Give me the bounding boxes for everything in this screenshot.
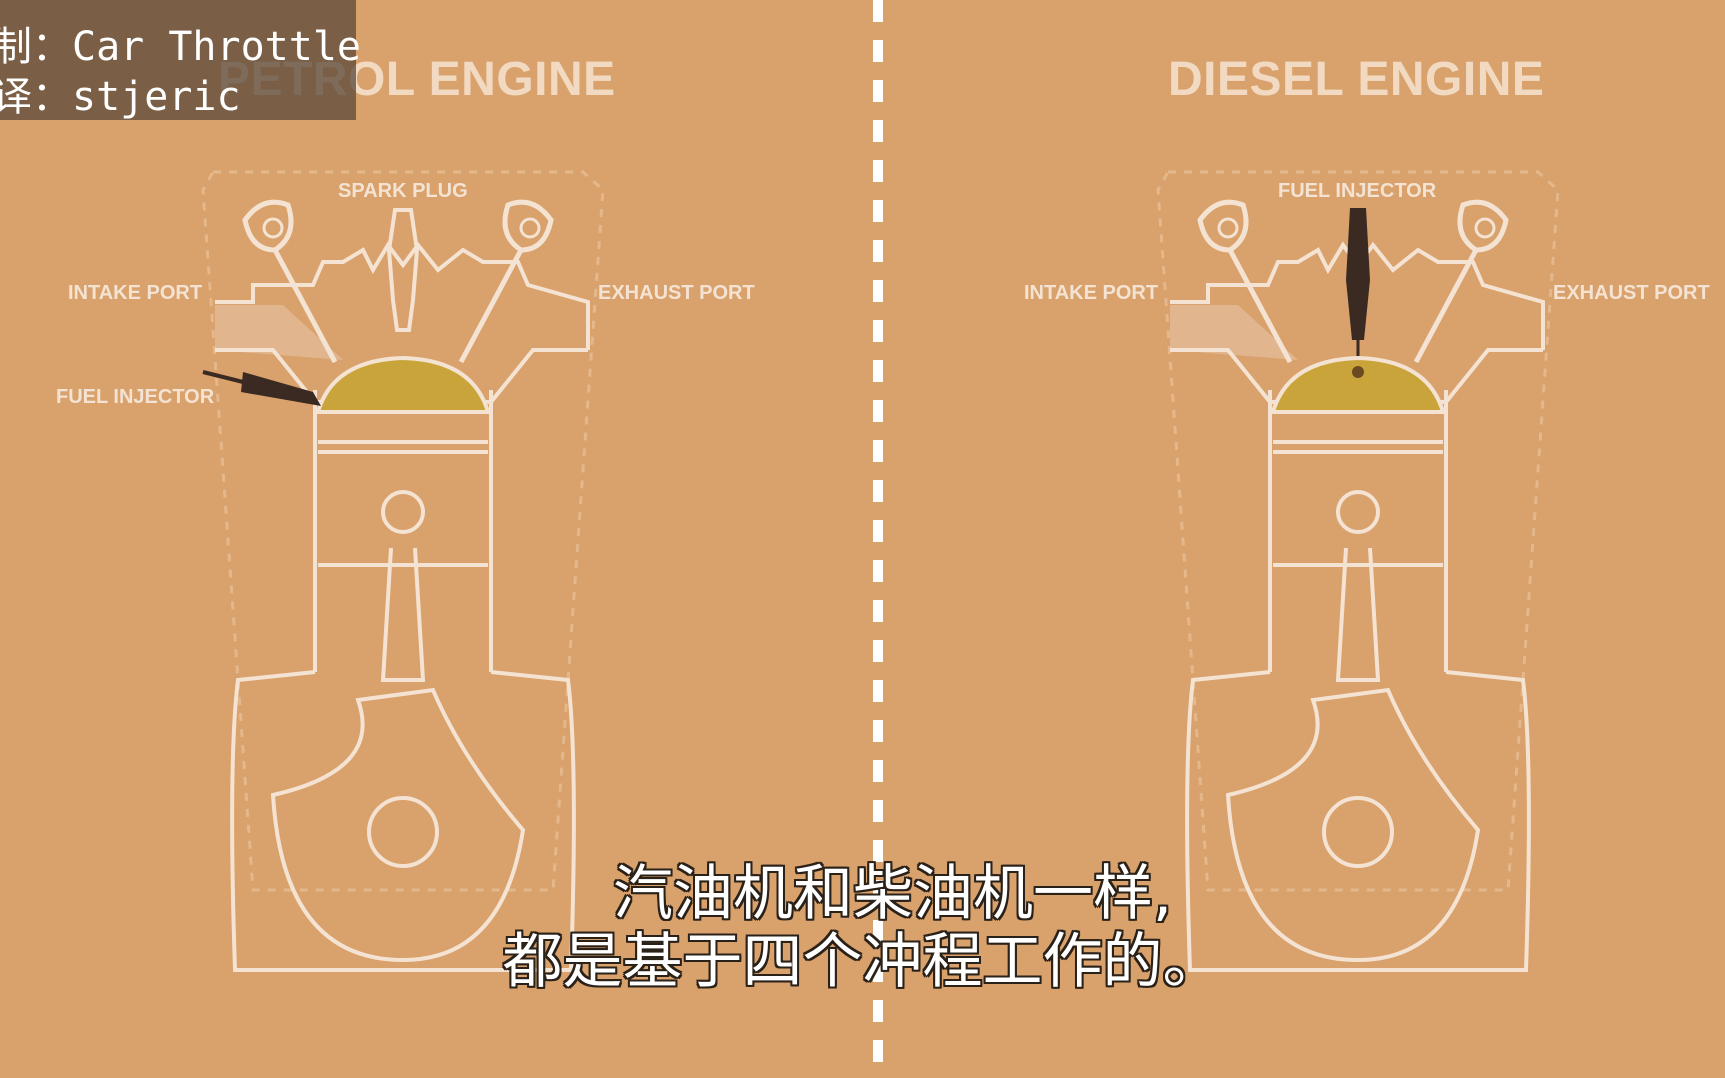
petrol-intake-port-label: INTAKE PORT	[68, 282, 203, 304]
subtitle-line-1: 汽油机和柴油机一样,	[612, 859, 1173, 929]
petrol-engine-drawing	[201, 170, 605, 972]
subtitle-line-2: 都是基于四个冲程工作的。	[502, 927, 1223, 997]
diesel-intake-port-label: INTAKE PORT	[1024, 282, 1159, 304]
petrol-spark-plug-label: SPARK PLUG	[338, 180, 468, 202]
diesel-exhaust-port-label: EXHAUST PORT	[1553, 282, 1710, 304]
diesel-fuel-injector-label: FUEL INJECTOR	[1278, 180, 1437, 202]
subtitle: 汽油机和柴油机一样, 都是基于四个冲程工作的。	[0, 860, 1725, 996]
credit-translator: 译：stjeric	[0, 74, 241, 120]
diesel-engine-drawing	[1156, 170, 1560, 972]
credit-producer: 制：Car Throttle	[0, 24, 361, 70]
diesel-fuel-injector-icon	[1346, 208, 1370, 360]
credits-overlay: 制：Car Throttle 译：stjeric	[0, 0, 361, 120]
petrol-fuel-injector-label: FUEL INJECTOR	[56, 386, 215, 408]
petrol-exhaust-port-label: EXHAUST PORT	[598, 282, 755, 304]
diesel-engine-title: DIESEL ENGINE	[1168, 53, 1545, 106]
petrol-fuel-injector-icon	[202, 370, 321, 406]
